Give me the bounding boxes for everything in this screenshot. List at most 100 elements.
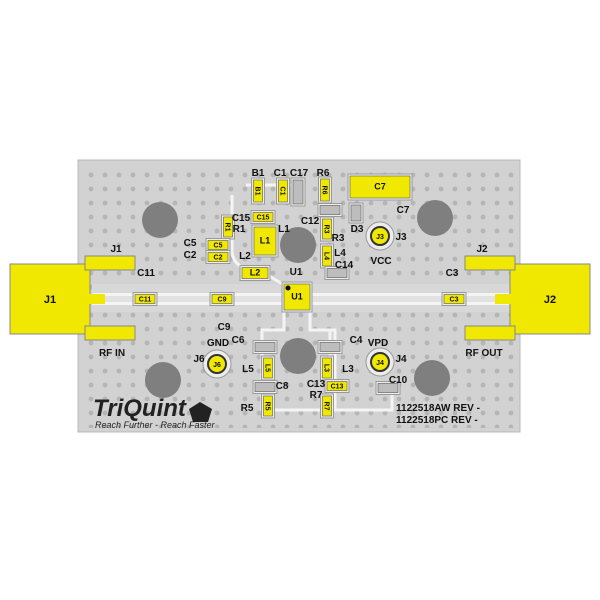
pad-label: R3 bbox=[323, 225, 330, 234]
silkscreen-label: C11 bbox=[137, 268, 155, 279]
pad-label: L3 bbox=[323, 364, 330, 372]
component-r6[interactable]: R6 bbox=[318, 176, 332, 204]
component-l2[interactable]: L2 bbox=[239, 265, 271, 281]
pad-label: U1 bbox=[291, 292, 303, 302]
pad-label: C1 bbox=[279, 187, 286, 196]
tagline: Reach Further - Reach Faster bbox=[95, 420, 216, 430]
component-u1[interactable]: U1 bbox=[281, 281, 313, 313]
silkscreen-label: RF OUT bbox=[465, 348, 502, 359]
silkscreen-label: R6 bbox=[317, 168, 330, 179]
silkscreen-label: C9 bbox=[218, 322, 231, 333]
triquint-logo: TriQuint bbox=[93, 395, 187, 422]
silkscreen-label: L5 bbox=[242, 364, 254, 375]
revision-line: 1122518AW REV - bbox=[396, 403, 480, 414]
test-point-j3[interactable]: J3 bbox=[365, 221, 395, 251]
component-l3[interactable]: L3 bbox=[320, 355, 334, 381]
silkscreen-label: VCC bbox=[370, 256, 391, 267]
silkscreen-label: R1 bbox=[233, 224, 246, 235]
test-point-label: J4 bbox=[376, 360, 384, 367]
mounting-hole bbox=[142, 202, 178, 238]
component-d3[interactable] bbox=[348, 202, 364, 224]
component-l5[interactable]: L5 bbox=[261, 355, 275, 381]
silkscreen-label: L1 bbox=[278, 224, 290, 235]
pad-label: B1 bbox=[254, 187, 261, 196]
pad-label: L1 bbox=[260, 236, 271, 246]
test-point-label: J3 bbox=[376, 234, 384, 241]
pentagon-logo-icon bbox=[189, 402, 212, 422]
component-l4[interactable]: L4 bbox=[320, 243, 334, 269]
component-c3[interactable]: C3 bbox=[441, 292, 467, 306]
connector-label: J1 bbox=[44, 294, 56, 306]
test-point-j6[interactable]: J6 bbox=[202, 349, 232, 379]
silkscreen-label: U1 bbox=[290, 267, 303, 278]
silkscreen-label: C1 bbox=[274, 168, 287, 179]
component-c12[interactable] bbox=[317, 203, 343, 217]
silkscreen-label: J1 bbox=[110, 244, 122, 255]
mounting-hole bbox=[417, 200, 453, 236]
pad-label: C11 bbox=[139, 297, 152, 304]
silkscreen-label: C13 bbox=[307, 379, 326, 390]
pad-label: C3 bbox=[450, 297, 459, 304]
pad-label: L2 bbox=[250, 268, 261, 278]
component-r1[interactable]: R1 bbox=[221, 214, 235, 240]
component-c9[interactable]: C9 bbox=[209, 292, 235, 306]
silkscreen-label: C17 bbox=[290, 168, 309, 179]
component-l1[interactable]: L1 bbox=[251, 224, 279, 258]
component-r7[interactable]: R7 bbox=[320, 393, 334, 419]
pad-label: R6 bbox=[321, 186, 328, 195]
pad-label: R7 bbox=[323, 402, 330, 411]
test-point-j4[interactable]: J4 bbox=[365, 347, 395, 377]
silkscreen-label: C3 bbox=[446, 268, 459, 279]
silkscreen-label: C8 bbox=[276, 381, 289, 392]
component-c6[interactable] bbox=[252, 340, 278, 354]
silkscreen-label: VPD bbox=[368, 338, 389, 349]
pad-label: R1 bbox=[224, 223, 231, 232]
revision-line: 1122518PC REV - bbox=[396, 415, 478, 426]
component-c1[interactable]: C1 bbox=[276, 177, 290, 205]
component-r5[interactable]: R5 bbox=[261, 393, 275, 419]
pad-label: C9 bbox=[218, 297, 227, 304]
silkscreen-label: R5 bbox=[241, 403, 254, 414]
silkscreen-label: J4 bbox=[395, 354, 407, 365]
component-c8[interactable] bbox=[252, 380, 278, 394]
component-c14[interactable] bbox=[324, 266, 350, 280]
component-c4[interactable] bbox=[317, 340, 343, 354]
silkscreen-label: B1 bbox=[252, 168, 265, 179]
component-c11[interactable]: C11 bbox=[132, 292, 158, 306]
silkscreen-label: C15 bbox=[232, 213, 251, 224]
component-c15[interactable]: C15 bbox=[250, 210, 276, 224]
silkscreen-label: L3 bbox=[342, 364, 354, 375]
component-c2[interactable]: C2 bbox=[205, 250, 231, 264]
sma-connector-j2[interactable]: J2 bbox=[464, 255, 591, 341]
silkscreen-label: C10 bbox=[389, 375, 408, 386]
mounting-hole bbox=[145, 362, 181, 398]
silkscreen-label: C5 bbox=[184, 238, 197, 249]
silkscreen-label: D3 bbox=[351, 224, 364, 235]
sma-connector-j1[interactable]: J1 bbox=[9, 255, 136, 341]
mounting-hole bbox=[280, 227, 316, 263]
silkscreen-label: J2 bbox=[476, 244, 488, 255]
mounting-hole bbox=[414, 360, 450, 396]
pad-label: C7 bbox=[374, 182, 386, 192]
component-b1[interactable]: B1 bbox=[251, 177, 265, 205]
silkscreen-label: C6 bbox=[232, 335, 245, 346]
pad-label: R5 bbox=[264, 402, 271, 411]
pad-label: C13 bbox=[331, 384, 344, 391]
pad-label: L5 bbox=[264, 364, 271, 372]
silkscreen-label: C4 bbox=[350, 335, 363, 346]
test-point-label: J6 bbox=[213, 362, 221, 369]
component-c17[interactable] bbox=[290, 177, 306, 207]
component-c10[interactable] bbox=[375, 381, 401, 395]
pad-label: C15 bbox=[257, 215, 270, 222]
mounting-hole bbox=[280, 338, 316, 374]
pad-label: C2 bbox=[214, 255, 223, 262]
silkscreen-label: R3 bbox=[332, 233, 345, 244]
silkscreen-label: L4 bbox=[334, 248, 346, 259]
component-c7[interactable]: C7 bbox=[347, 173, 413, 201]
component-c13[interactable]: C13 bbox=[324, 379, 350, 393]
component-c5[interactable]: C5 bbox=[205, 238, 231, 252]
silkscreen-label: J6 bbox=[193, 354, 205, 365]
silkscreen-label: C7 bbox=[397, 205, 410, 216]
pad-label: L4 bbox=[323, 252, 330, 260]
